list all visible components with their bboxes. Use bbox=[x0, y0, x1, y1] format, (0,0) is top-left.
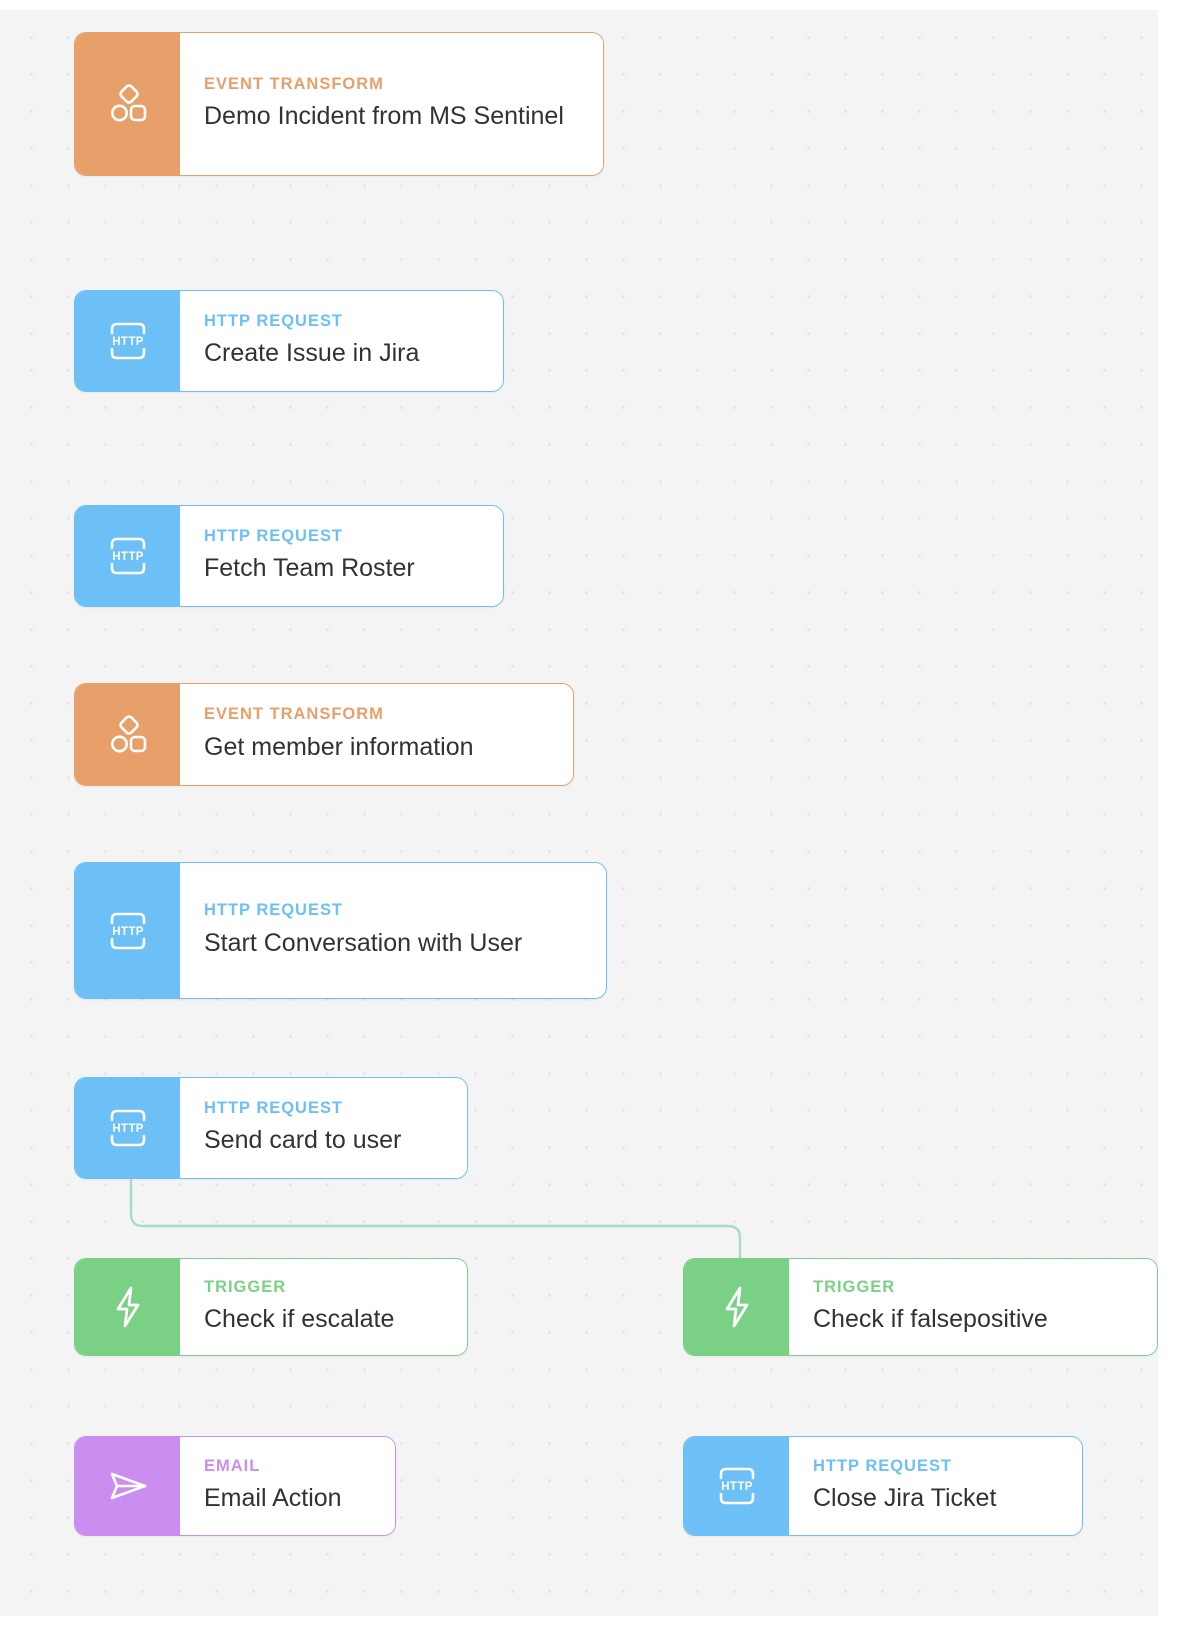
workflow-node-get-member-information[interactable]: EVENT TRANSFORM Get member information bbox=[74, 683, 574, 786]
node-title-label: Close Jira Ticket bbox=[813, 1484, 997, 1513]
node-kind-label: HTTP REQUEST bbox=[813, 1456, 953, 1475]
node-kind-label: HTTP REQUEST bbox=[204, 901, 344, 920]
node-kind-label: TRIGGER bbox=[204, 1277, 287, 1296]
node-body: TRIGGER Check if escalate bbox=[180, 1259, 467, 1355]
node-kind-label: EVENT TRANSFORM bbox=[204, 74, 384, 93]
event-transform-icon bbox=[75, 684, 180, 785]
node-kind-label: HTTP REQUEST bbox=[204, 311, 344, 330]
node-title-label: Get member information bbox=[204, 732, 474, 761]
http-request-icon: HTTP bbox=[75, 863, 180, 998]
node-body: HTTP REQUEST Start Conversation with Use… bbox=[180, 863, 606, 998]
http-request-icon: HTTP bbox=[684, 1437, 789, 1535]
svg-text:HTTP: HTTP bbox=[112, 1123, 144, 1135]
node-body: EMAIL Email Action bbox=[180, 1437, 395, 1535]
node-title-label: Start Conversation with User bbox=[204, 928, 523, 957]
node-title-label: Check if falsepositive bbox=[813, 1305, 1048, 1334]
node-body: EVENT TRANSFORM Get member information bbox=[180, 684, 573, 785]
svg-text:HTTP: HTTP bbox=[112, 551, 144, 563]
node-body: HTTP REQUEST Create Issue in Jira bbox=[180, 291, 503, 391]
http-request-icon: HTTP bbox=[75, 506, 180, 606]
node-title-label: Email Action bbox=[204, 1484, 342, 1513]
send-paper-plane-icon bbox=[75, 1437, 180, 1535]
svg-text:HTTP: HTTP bbox=[112, 926, 144, 938]
node-body: TRIGGER Check if falsepositive bbox=[789, 1259, 1157, 1355]
node-kind-label: HTTP REQUEST bbox=[204, 1098, 344, 1117]
workflow-node-create-issue-jira[interactable]: HTTP HTTP REQUEST Create Issue in Jira bbox=[74, 290, 504, 392]
node-title-label: Create Issue in Jira bbox=[204, 339, 420, 368]
event-transform-icon bbox=[75, 33, 180, 175]
workflow-node-check-if-falsepositive[interactable]: TRIGGER Check if falsepositive bbox=[683, 1258, 1158, 1356]
workflow-node-fetch-team-roster[interactable]: HTTP HTTP REQUEST Fetch Team Roster bbox=[74, 505, 504, 607]
workflow-node-check-if-escalate[interactable]: TRIGGER Check if escalate bbox=[74, 1258, 468, 1356]
node-body: HTTP REQUEST Close Jira Ticket bbox=[789, 1437, 1082, 1535]
node-body: EVENT TRANSFORM Demo Incident from MS Se… bbox=[180, 33, 603, 175]
workflow-node-demo-incident[interactable]: EVENT TRANSFORM Demo Incident from MS Se… bbox=[74, 32, 604, 176]
workflow-node-email-action[interactable]: EMAIL Email Action bbox=[74, 1436, 396, 1536]
svg-text:HTTP: HTTP bbox=[112, 336, 144, 348]
workflow-node-close-jira-ticket[interactable]: HTTP HTTP REQUEST Close Jira Ticket bbox=[683, 1436, 1083, 1536]
http-request-icon: HTTP bbox=[75, 291, 180, 391]
node-kind-label: TRIGGER bbox=[813, 1277, 896, 1296]
node-kind-label: EMAIL bbox=[204, 1456, 261, 1475]
node-kind-label: EVENT TRANSFORM bbox=[204, 705, 384, 724]
workflow-node-start-conversation[interactable]: HTTP HTTP REQUEST Start Conversation wit… bbox=[74, 862, 607, 999]
http-request-icon: HTTP bbox=[75, 1078, 180, 1178]
node-title-label: Demo Incident from MS Sentinel bbox=[204, 102, 564, 131]
node-title-label: Fetch Team Roster bbox=[204, 554, 415, 583]
node-body: HTTP REQUEST Send card to user bbox=[180, 1078, 467, 1178]
workflow-node-send-card-to-user[interactable]: HTTP HTTP REQUEST Send card to user bbox=[74, 1077, 468, 1179]
dot-grid-background bbox=[0, 10, 1158, 1616]
node-title-label: Send card to user bbox=[204, 1126, 402, 1155]
node-title-label: Check if escalate bbox=[204, 1305, 395, 1334]
svg-text:HTTP: HTTP bbox=[721, 1481, 753, 1493]
node-body: HTTP REQUEST Fetch Team Roster bbox=[180, 506, 503, 606]
lightning-bolt-icon bbox=[75, 1259, 180, 1355]
node-kind-label: HTTP REQUEST bbox=[204, 526, 344, 545]
lightning-bolt-icon bbox=[684, 1259, 789, 1355]
